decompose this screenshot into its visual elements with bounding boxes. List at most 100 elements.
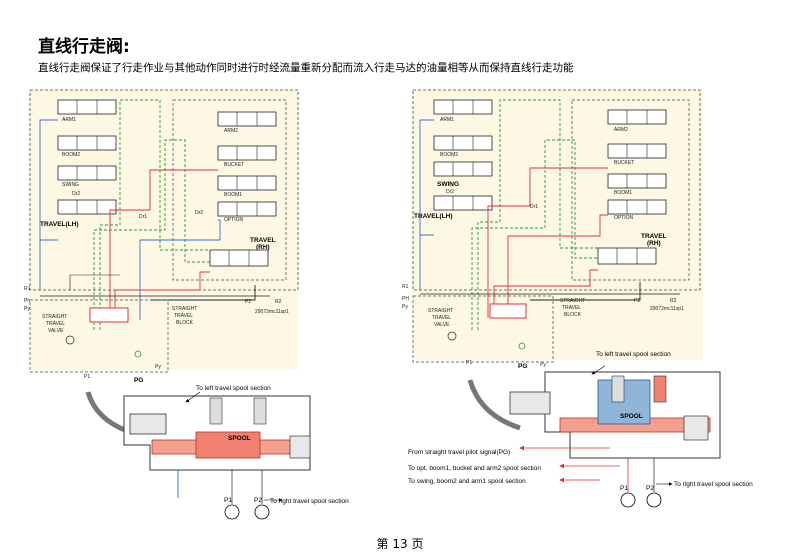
right-to-opt-label: To opt, boom1, bucket and arm2 spool sec…	[408, 465, 541, 472]
right-pump-p1-symbol	[620, 492, 636, 508]
r-straight-travel-block-frame	[412, 295, 554, 363]
r-label-option: OPTION	[614, 215, 634, 221]
r-label-ph: PH	[402, 296, 409, 302]
valve-boom1	[217, 175, 277, 191]
r-label-p1: P1	[466, 360, 472, 366]
r-label-dr1: Dr1	[530, 204, 538, 210]
r-pump-symbol	[447, 331, 457, 341]
label-option: OPTION	[224, 217, 244, 223]
label-stb-2: TRAVEL	[174, 313, 193, 319]
right-outer-frame	[412, 89, 701, 291]
r-label-r2: R2	[670, 298, 677, 304]
left-schematic: ARM1 BOOM2 SWING Dr2 TRAVEL(LH) ARM2 BUC…	[24, 89, 299, 384]
right-check-valve-2	[653, 375, 667, 403]
straight-travel-valve-symbol	[89, 307, 129, 323]
valve-arm1	[57, 99, 117, 115]
valve-option	[217, 201, 277, 217]
label-bucket: BUCKET	[224, 162, 244, 168]
label-stb-3: BLOCK	[176, 320, 194, 326]
left-check-valve-2	[253, 397, 267, 425]
r-valve-boom1	[607, 173, 667, 189]
right-cross-section: SPOOL To left travel spool section From …	[408, 351, 753, 508]
left-valve-stack-right	[209, 111, 277, 267]
r-valve-option	[607, 199, 667, 215]
right-pump-p2-symbol	[646, 492, 662, 508]
right-check-valve-1	[611, 375, 625, 403]
r-valve-swing	[433, 161, 493, 177]
r-label-travel-rh-1: TRAVEL	[641, 233, 667, 240]
left-pilot-cap	[129, 413, 167, 435]
r-label-boom1: BOOM1	[614, 190, 632, 196]
label-travel-lh: TRAVEL(LH)	[40, 221, 79, 228]
r-valve-travel-rh	[597, 247, 657, 265]
pilot-check-symbol	[134, 350, 142, 358]
r-pilot-check-symbol	[518, 342, 526, 350]
r-label-travel-rh-2: (RH)	[647, 240, 661, 247]
left-pump-p1-symbol	[224, 504, 240, 520]
right-pilot-cap	[509, 391, 551, 415]
valve-travel-lh	[57, 199, 117, 215]
r-label-stv-2: TRAVEL	[432, 315, 451, 321]
right-schematic-background	[413, 90, 703, 360]
left-right-group-frame	[172, 99, 287, 281]
label-r1: R1	[24, 286, 31, 292]
r-straight-travel-valve-symbol	[489, 303, 527, 319]
r-valve-bucket	[607, 143, 667, 159]
label-dr2b: Dr2	[195, 210, 203, 216]
label-dr1: Dr1	[139, 214, 147, 220]
left-check-valve-1	[209, 397, 223, 425]
label-arm1: ARM1	[62, 117, 76, 123]
r-label-arm2: ARM2	[614, 127, 628, 133]
left-spool-chamber	[195, 431, 261, 459]
right-right-group-frame	[571, 99, 690, 281]
r-label-pg: PG	[518, 363, 527, 370]
right-from-pg-label: From straight travel pilot signal(PG)	[408, 449, 510, 456]
r-label-stv-1: STRAIGHT	[428, 308, 453, 314]
label-dr2: Dr2	[72, 191, 80, 197]
right-to-right-travel-label: To right travel spool section	[674, 481, 753, 488]
right-callout-curve	[467, 379, 521, 431]
label-pg: PG	[134, 377, 143, 384]
r-valve-arm1	[433, 99, 493, 115]
r-label-stb-3: BLOCK	[564, 312, 582, 318]
left-p2-label: P2	[254, 497, 262, 504]
label-swing: SWING	[62, 182, 79, 188]
label-py: Py	[24, 306, 30, 312]
r-label-swing: SWING	[437, 181, 459, 188]
label-boom2: BOOM2	[62, 152, 80, 158]
page-description: 直线行走阀保证了行走作业与其他动作同时进行时经流量重新分配而流入行走马达的油量相…	[38, 62, 574, 74]
r-label-py2: Py	[540, 362, 546, 368]
pump-symbol	[65, 335, 75, 345]
right-to-swing-label: To swing, boom2 and arm1 spool section	[408, 478, 526, 485]
left-to-left-travel-label: To left travel spool section	[196, 385, 271, 392]
r-valve-arm2	[607, 109, 667, 125]
left-cross-section: SPOOL To left travel spool section P1 P2…	[85, 385, 349, 520]
right-p2-label: P2	[646, 485, 654, 492]
page-number: 第 13 页	[376, 537, 424, 551]
right-schematic: ARM1 BOOM2 SWING Dr2 TRAVEL(LH) ARM2 BUC…	[402, 89, 703, 370]
valve-travel-rh	[209, 249, 269, 267]
page-title: 直线行走阀:	[38, 37, 130, 57]
label-py2: Py	[155, 364, 161, 370]
valve-arm2	[217, 111, 277, 127]
valve-bucket	[217, 145, 277, 161]
left-p1-label: P1	[224, 497, 232, 504]
label-travel-rh-1: TRAVEL	[250, 237, 276, 244]
r-label-stb-2: TRAVEL	[562, 305, 581, 311]
label-stb-1: STRAIGHT	[172, 306, 197, 312]
label-stv-1: STRAIGHT	[42, 314, 67, 320]
valve-boom2	[57, 135, 117, 151]
r-label-arm1: ARM1	[440, 117, 454, 123]
right-spool-label: SPOOL	[620, 413, 643, 420]
r-valve-travel-lh	[433, 195, 493, 211]
label-p1: P1	[84, 374, 90, 380]
label-r2: R2	[275, 299, 282, 305]
left-valve-stack-left	[57, 99, 117, 215]
r-label-travel-lh: TRAVEL(LH)	[414, 213, 453, 220]
left-pump-p2-symbol	[254, 504, 270, 520]
r-label-bucket: BUCKET	[614, 160, 634, 166]
right-end-cap	[683, 415, 709, 441]
label-ref: 29072mc11sp1	[255, 309, 289, 315]
left-to-right-travel-label: To right travel spool section	[270, 498, 349, 505]
